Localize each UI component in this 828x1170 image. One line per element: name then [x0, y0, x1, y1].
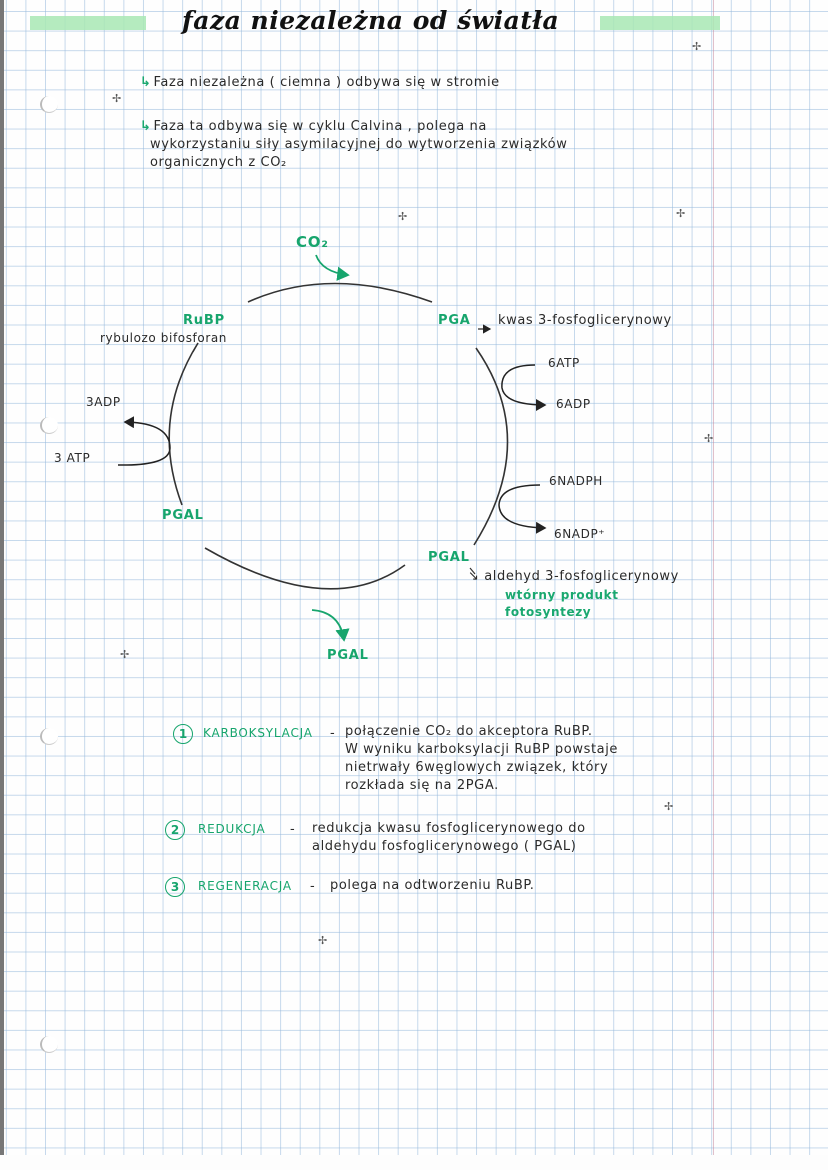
- stage-1-line-3: nietrwały 6węglowych związek, który: [345, 760, 609, 775]
- rubp-label: RuBP: [183, 313, 225, 328]
- star-doodle-icon: ✢: [664, 800, 674, 813]
- intro-line-1: ↳Faza niezależna ( ciemna ) odbywa się w…: [140, 75, 500, 90]
- stage-dash: -: [330, 726, 336, 741]
- highlight-left: [30, 16, 146, 30]
- pointer-arrow-icon: ↘: [468, 569, 480, 584]
- pgal-right-label: PGAL: [428, 550, 470, 565]
- pgal-bottom-label: PGAL: [327, 648, 369, 663]
- stage-number-2: 2: [165, 820, 185, 840]
- title-banner: faza niezależna od światła: [30, 6, 720, 35]
- pgal-note-line-2: fotosyntezy: [505, 605, 592, 619]
- co2-input-label: CO₂: [296, 233, 329, 251]
- pgal-left-label: PGAL: [162, 508, 204, 523]
- stage-dash: -: [310, 879, 316, 894]
- star-doodle-icon: ✢: [398, 210, 408, 223]
- pgal-description: ↘ aldehyd 3-fosfoglicerynowy: [468, 569, 679, 584]
- stage-dash: -: [290, 822, 296, 837]
- adp-out-label: 6ADP: [556, 397, 591, 411]
- stage-2-line-1: redukcja kwasu fosfoglicerynowego do: [312, 821, 586, 836]
- star-doodle-icon: ✢: [318, 934, 328, 947]
- punch-hole: [40, 728, 58, 745]
- left-atp-label: 3 ATP: [54, 451, 91, 465]
- star-doodle-icon: ✢: [704, 432, 714, 445]
- stage-1-line-2: W wyniku karboksylacji RuBP powstaje: [345, 742, 619, 757]
- stage-3-line-1: polega na odtworzeniu RuBP.: [330, 878, 535, 893]
- stage-number-3: 3: [165, 877, 185, 897]
- nadph-in-label: 6NADPH: [549, 474, 603, 488]
- pga-description: kwas 3-fosfoglicerynowy: [498, 313, 672, 328]
- intro-text: Faza ta odbywa się w cyklu Calvina , pol…: [153, 119, 487, 134]
- highlight-right: [600, 16, 720, 30]
- stage-name-karboksylacja: KARBOKSYLACJA: [203, 726, 313, 740]
- page-bottom: [0, 1155, 828, 1170]
- star-doodle-icon: ✢: [692, 40, 702, 53]
- pgal-note-line-1: wtórny produkt: [505, 588, 619, 602]
- stage-2-line-2: aldehydu fosfoglicerynowego ( PGAL): [312, 839, 577, 854]
- stage-1-line-4: rozkłada się na 2PGA.: [345, 778, 499, 793]
- margin-line: [713, 0, 714, 1160]
- bullet-arrow-icon: ↳: [140, 119, 152, 134]
- stage-name-redukcja: REDUKCJA: [198, 822, 266, 836]
- stage-number-1: 1: [173, 724, 193, 744]
- intro-line-4: organicznych z CO₂: [150, 155, 287, 170]
- punch-hole: [40, 96, 58, 113]
- intro-line-3: wykorzystaniu siły asymilacyjnej do wytw…: [150, 137, 568, 152]
- stage-1-line-1: połączenie CO₂ do akceptora RuBP.: [345, 724, 593, 739]
- bullet-arrow-icon: ↳: [140, 75, 152, 90]
- punch-hole: [40, 1036, 58, 1053]
- page-title: faza niezależna od światła: [182, 6, 560, 35]
- star-doodle-icon: ✢: [676, 207, 686, 220]
- punch-hole: [40, 417, 58, 434]
- star-doodle-icon: ✢: [120, 648, 130, 661]
- intro-line-2: ↳Faza ta odbywa się w cyklu Calvina , po…: [140, 119, 487, 134]
- star-doodle-icon: ✢: [112, 92, 122, 105]
- atp-in-label: 6ATP: [548, 356, 580, 370]
- pgal-desc-text: aldehyd 3-fosfoglicerynowy: [484, 569, 679, 584]
- left-adp-label: 3ADP: [86, 395, 121, 409]
- pga-label: PGA: [438, 313, 471, 328]
- stage-name-regeneracja: REGENERACJA: [198, 879, 292, 893]
- nadp-out-label: 6NADP⁺: [554, 527, 606, 541]
- page-edge: [0, 0, 4, 1170]
- intro-text: Faza niezależna ( ciemna ) odbywa się w …: [153, 75, 500, 90]
- rubp-description: rybulozo bifosforan: [100, 331, 228, 345]
